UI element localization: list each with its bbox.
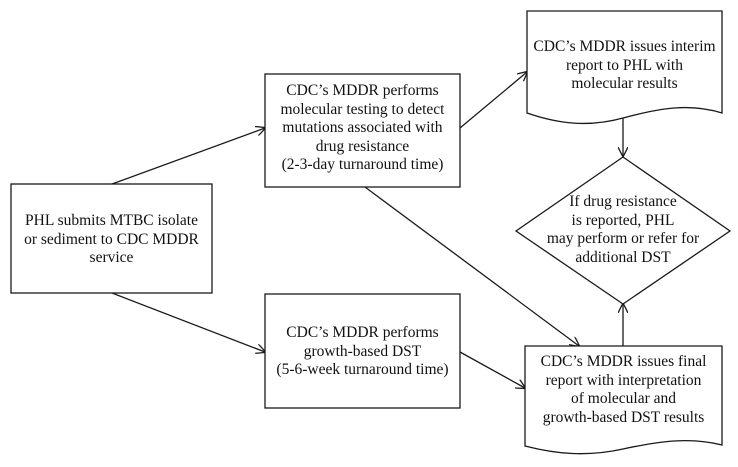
- phl-submit-box: [10, 183, 213, 294]
- molecular-testing-box: [264, 73, 461, 188]
- decision-label: If drug resistance is reported, PHL may …: [546, 193, 700, 266]
- edge-molecular-to-final: [364, 186, 579, 346]
- decision-diamond: [514, 156, 732, 305]
- growth-dst-box: [264, 293, 461, 409]
- final-report-document: [524, 345, 723, 455]
- molecular-testing-label: CDC’s MDDR performs molecular testing to…: [280, 82, 445, 173]
- growth-dst-label: CDC’s MDDR performs growth-based DST (5-…: [276, 324, 449, 378]
- interim-report-document: [526, 10, 723, 125]
- interim-report-label: CDC’s MDDR issues interim report to PHL …: [533, 38, 716, 92]
- edge-phl-to-growth: [111, 292, 265, 352]
- edge-growth-to-final: [459, 351, 525, 388]
- phl-submit-label: PHL submits MTBC isolate or sediment to …: [24, 212, 199, 266]
- edge-phl-to-molecular: [111, 128, 265, 185]
- final-report-label: CDC’s MDDR issues final report with inte…: [540, 353, 707, 426]
- edge-molecular-to-interim: [459, 72, 527, 129]
